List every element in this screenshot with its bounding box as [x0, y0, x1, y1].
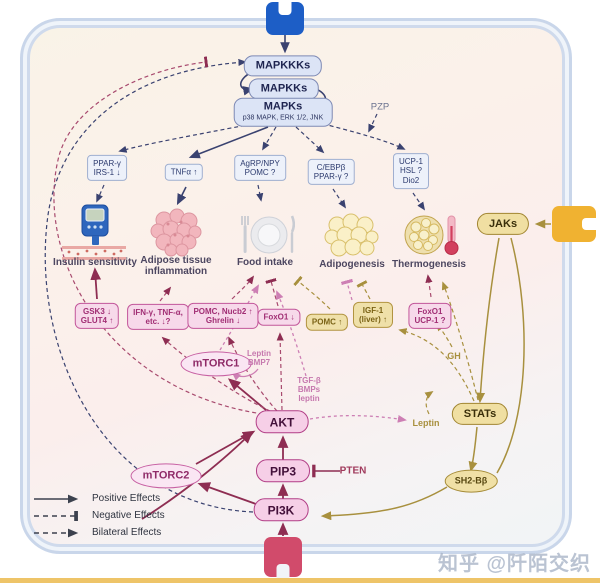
foxo1-box: FoxO1 ↓ [257, 308, 301, 326]
insulin-sensitivity-label: Insulin sensitivity [53, 257, 137, 268]
thermogenesis-label: Thermogenesis [392, 259, 466, 270]
jaks-box: JAKs [476, 212, 530, 236]
pomc-nucb2-ghrelin-box: POMC, Nucb2 ↑ Ghrelin ↓ [187, 302, 259, 330]
gh-label: GH [447, 350, 461, 361]
positive-effects-line-icon [34, 494, 79, 503]
ifn-tnf-box: IFN-γ, TNF-α, etc. ↓? [127, 303, 189, 331]
right-receptor-icon [552, 206, 596, 242]
top-receptor-icon [266, 2, 304, 35]
stats-node: STATs [451, 402, 509, 426]
plate-icon [241, 215, 295, 254]
mapks-box: MAPKs p38 MAPK, ERK 1/2, JNK [233, 97, 333, 127]
pzp-label: PZP [370, 101, 390, 113]
akt-node: AKT [255, 410, 309, 434]
legend-bilateral: Bilateral Effects [32, 524, 165, 541]
legend: Positive Effects Negative Effects Bilate… [32, 490, 165, 541]
ppar-irs1-box: PPAR-γ IRS-1 ↓ [87, 154, 127, 182]
mapkkks-box: MAPKKKs [243, 55, 323, 77]
legend-positive: Positive Effects [32, 490, 165, 507]
pomc-box: POMC ↑ [305, 313, 349, 331]
leptin-label: Leptin [412, 417, 440, 428]
gsk3-glut4-box: GSK3 ↓ GLUT4 ↑ [74, 302, 120, 330]
pi3k-node: PI3K [253, 498, 309, 522]
food-intake-label: Food intake [236, 257, 294, 268]
legend-positive-label: Positive Effects [92, 493, 161, 504]
mapkks-box: MAPKKs [248, 78, 320, 100]
watermark: 知乎 @阡陌交织 [438, 553, 592, 575]
bottom-gold-strip [0, 578, 600, 583]
mtorc1-node: mTORC1 [180, 351, 252, 377]
agrp-npy-pomc-box: AgRP/NPY POMC ? [234, 154, 286, 182]
igf1-liver-box: IGF-1 (liver) ↑ [352, 301, 394, 329]
sh2bb-node: SH2-Bβ [444, 469, 498, 493]
glucometer-icon [62, 204, 126, 260]
mtorc2-node: mTORC2 [130, 463, 202, 489]
adipose-cells-icon [150, 208, 202, 257]
adipose-inflammation-label: Adipose tissue inflammation [140, 255, 212, 277]
bottom-receptor-icon [264, 537, 302, 577]
fat-cells-icon [324, 213, 379, 257]
tnfa-box: TNFα ↑ [164, 163, 204, 181]
legend-negative: Negative Effects [32, 507, 165, 524]
pten-label: PTEN [339, 465, 367, 477]
negative-effects-line-icon [34, 510, 78, 521]
bilateral-effects-line-icon [34, 528, 79, 537]
pip3-node: PIP3 [255, 459, 311, 483]
thermometer-icon [404, 215, 459, 255]
mapks-members: p38 MAPK, ERK 1/2, JNK [242, 114, 324, 122]
leptin-bmp7-label: Leptin BMP7 [247, 348, 271, 367]
mapks-title: MAPKs [263, 100, 303, 113]
cebp-ppar-box: C/EBPβ PPAR-γ ? [307, 158, 355, 186]
legend-negative-label: Negative Effects [92, 510, 165, 521]
foxo1-ucp1-box: FoxO1 UCP-1 ? [408, 302, 452, 330]
ucp1-hsl-dio2-box: UCP-1 HSL ? Dio2 [392, 153, 430, 189]
adipogenesis-label: Adipogenesis [319, 259, 385, 270]
legend-bilateral-label: Bilateral Effects [92, 527, 162, 538]
tgfb-bmps-leptin-label: TGF-β BMPs leptin [297, 376, 321, 404]
